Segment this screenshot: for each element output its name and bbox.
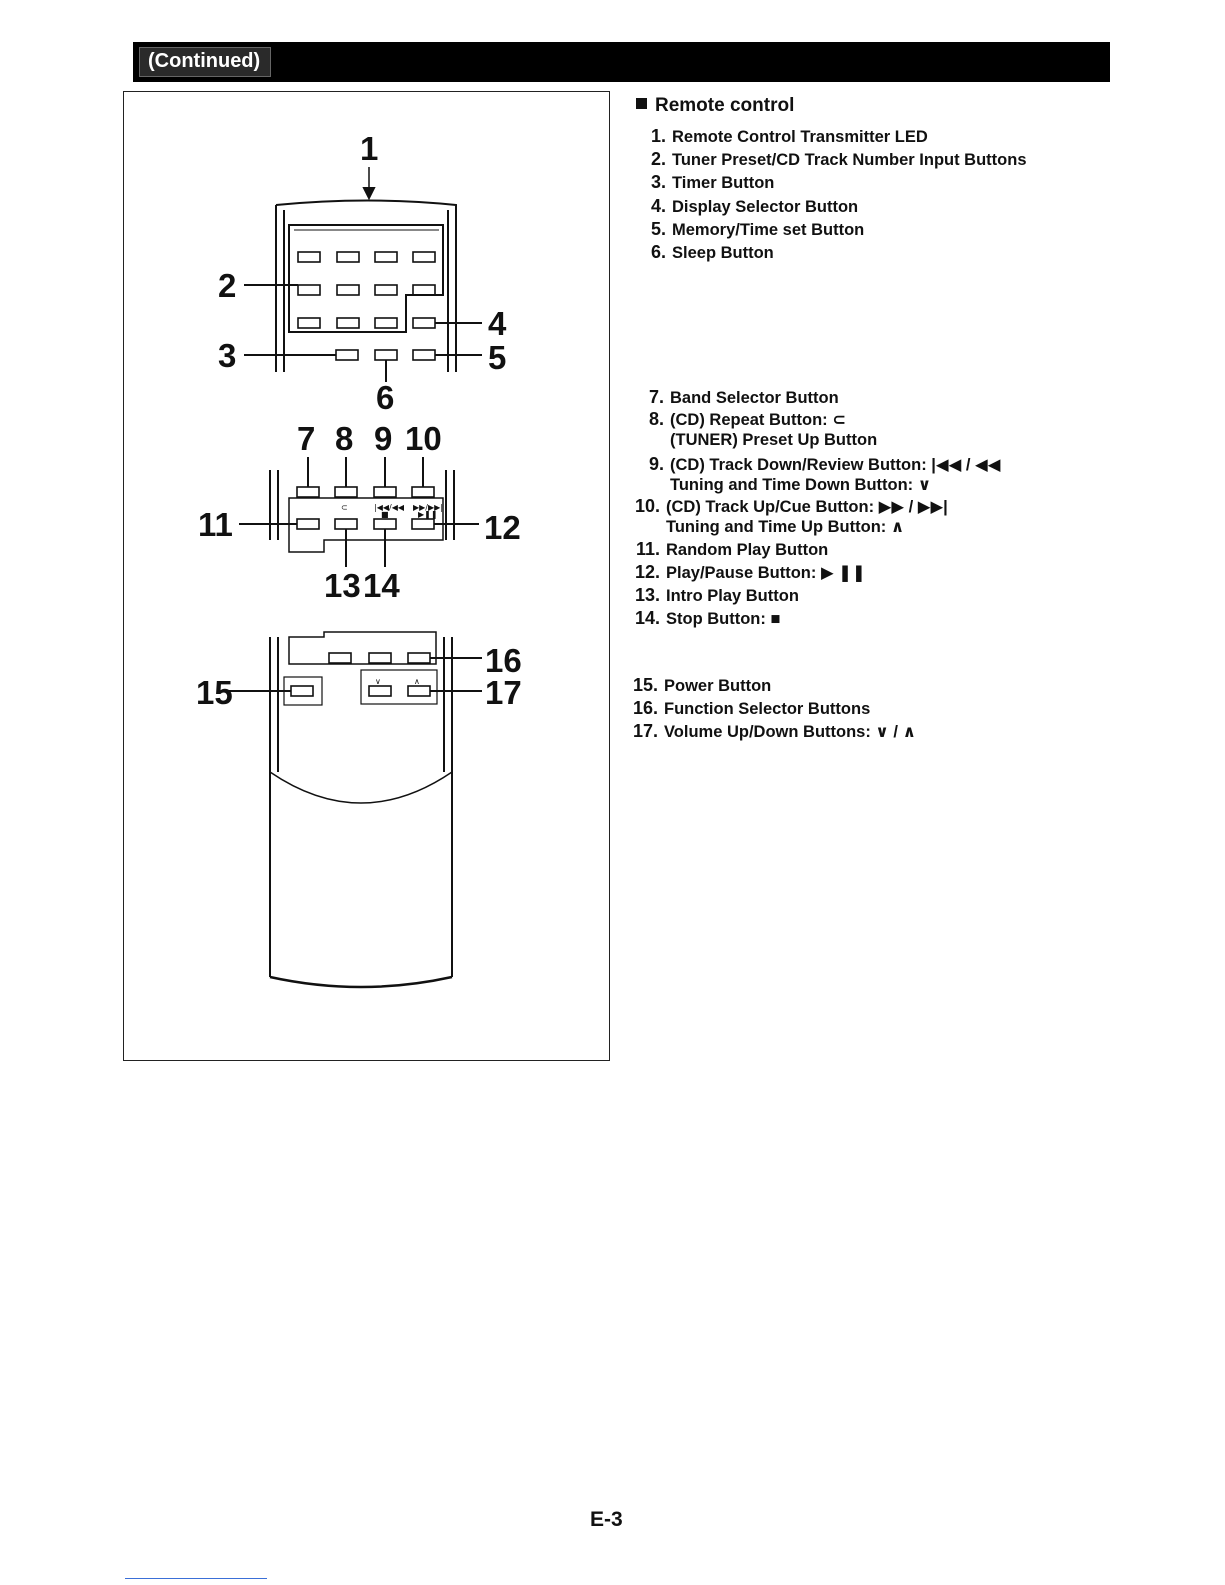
legend-item-12: 12.Play/Pause Button: ▶ ❚❚ bbox=[634, 562, 866, 582]
legend-item-15: 15.Power Button bbox=[632, 675, 772, 695]
callout-10: 10 bbox=[405, 420, 442, 457]
svg-text:|◀◀/◀◀: |◀◀/◀◀ bbox=[374, 503, 405, 512]
battery-cover bbox=[269, 771, 453, 804]
legend-item-11: 11.Random Play Button bbox=[635, 539, 829, 559]
function-buttons bbox=[290, 652, 431, 697]
footer-rule bbox=[125, 1578, 267, 1579]
legend-item-3: 3.Timer Button bbox=[650, 172, 775, 192]
page-number: E-3 bbox=[590, 1508, 623, 1531]
callout-11: 11 bbox=[198, 506, 233, 543]
callout-6: 6 bbox=[376, 379, 394, 416]
legend-item-6: 6.Sleep Button bbox=[650, 242, 774, 262]
svg-text:▶▶/▶▶|: ▶▶/▶▶| bbox=[413, 503, 443, 512]
legend-item-16: 16.Function Selector Buttons bbox=[632, 698, 871, 718]
callout-4: 4 bbox=[488, 305, 507, 342]
svg-text:∨: ∨ bbox=[375, 677, 381, 686]
legend-item-1: 1.Remote Control Transmitter LED bbox=[650, 126, 928, 146]
callout-16: 16 bbox=[485, 642, 522, 679]
legend-item-14: 14.Stop Button: ■ bbox=[634, 608, 781, 628]
svg-text:⊂: ⊂ bbox=[341, 503, 348, 512]
remote-diagram: ⊂ |◀◀/◀◀ ▶▶/▶▶| ■ ▶❚❚ ∨ ∧ 1 2 3 4 5 6 7 … bbox=[196, 130, 522, 989]
callout-15: 15 bbox=[196, 674, 233, 711]
legend-item-4: 4.Display Selector Button bbox=[650, 196, 859, 216]
button-symbols: ⊂ |◀◀/◀◀ ▶▶/▶▶| ■ ▶❚❚ ∨ ∧ bbox=[341, 503, 443, 686]
callout-3: 3 bbox=[218, 337, 236, 374]
callout-7: 7 bbox=[297, 420, 315, 457]
callout-1: 1 bbox=[360, 130, 378, 167]
svg-text:■: ■ bbox=[381, 510, 389, 519]
callout-13: 13 bbox=[324, 567, 361, 604]
function-frame bbox=[288, 631, 437, 665]
legend-item-9: 9.(CD) Track Down/Review Button: |◀◀ / ◀… bbox=[648, 454, 1001, 494]
keypad-buttons bbox=[297, 251, 436, 361]
keypad-frame bbox=[288, 224, 444, 333]
svg-text:▶❚❚: ▶❚❚ bbox=[418, 510, 438, 519]
legend-item-5: 5.Memory/Time set Button bbox=[650, 219, 865, 239]
svg-text:∧: ∧ bbox=[414, 677, 420, 686]
remote-control-figure: ⊂ |◀◀/◀◀ ▶▶/▶▶| ■ ▶❚❚ ∨ ∧ 1 2 3 4 5 6 7 … bbox=[123, 91, 610, 1061]
callout-17: 17 bbox=[485, 674, 522, 711]
remote-top-outline bbox=[275, 199, 457, 372]
callout-12: 12 bbox=[484, 509, 521, 546]
header-bar: (Continued) bbox=[133, 42, 1110, 82]
header-label: (Continued) bbox=[139, 47, 272, 77]
callout-8: 8 bbox=[335, 420, 353, 457]
legend-item-13: 13.Intro Play Button bbox=[634, 585, 799, 605]
legend-item-7: 7.Band Selector Button bbox=[648, 387, 839, 407]
legend-item-8: 8.(CD) Repeat Button: ⊂(TUNER) Preset Up… bbox=[648, 409, 878, 449]
legend-item-10: 10.(CD) Track Up/Cue Button: ▶▶ / ▶▶|Tun… bbox=[634, 496, 948, 536]
section-title: Remote control bbox=[636, 95, 794, 117]
callout-2: 2 bbox=[218, 267, 236, 304]
callout-5: 5 bbox=[488, 339, 506, 376]
legend-item-2: 2.Tuner Preset/CD Track Number Input But… bbox=[650, 149, 1027, 169]
callout-9: 9 bbox=[374, 420, 392, 457]
callout-14: 14 bbox=[363, 567, 400, 604]
legend-item-17: 17.Volume Up/Down Buttons: ∨ / ∧ bbox=[632, 721, 916, 741]
square-bullet-icon bbox=[636, 98, 647, 109]
transport-frame bbox=[288, 497, 444, 553]
